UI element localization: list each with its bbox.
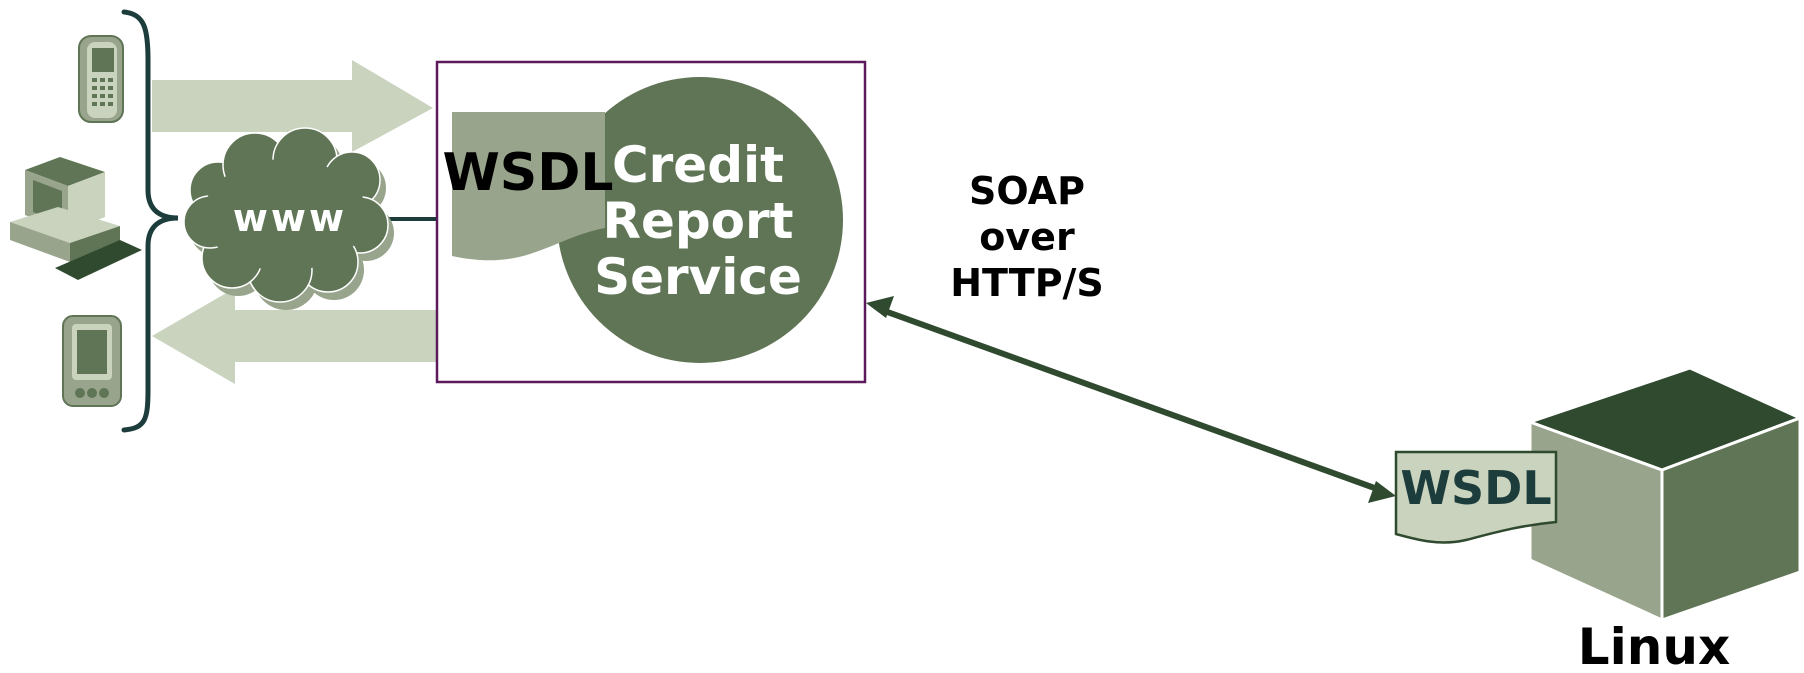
request-arrow [152,60,433,152]
protocol-line-3: HTTP/S [950,261,1104,305]
device-group-brace [121,9,179,433]
cloud-label: www [233,196,347,240]
service-name-line-3: Service [594,248,802,306]
service-name-line-1: Credit [612,136,784,194]
desktop-computer-icon [10,157,142,280]
response-arrow [152,288,437,384]
service-circle [557,77,843,363]
mobile-phone-icon [78,35,124,123]
server-wsdl-label: WSDL [1400,461,1551,515]
server-name-label: Linux [1578,618,1730,673]
server-wsdl-document [1394,450,1558,544]
linux-server-icon [1525,366,1804,623]
protocol-line-2: over [979,215,1075,259]
service-wsdl-label: WSDL [442,143,613,203]
service-name-line-2: Report [602,192,793,250]
protocol-line-1: SOAP [969,169,1085,213]
service-wsdl-document [452,112,605,261]
internet-cloud-icon: www [183,127,394,310]
soap-connection-arrow [866,296,1396,503]
pda-icon [62,315,122,407]
